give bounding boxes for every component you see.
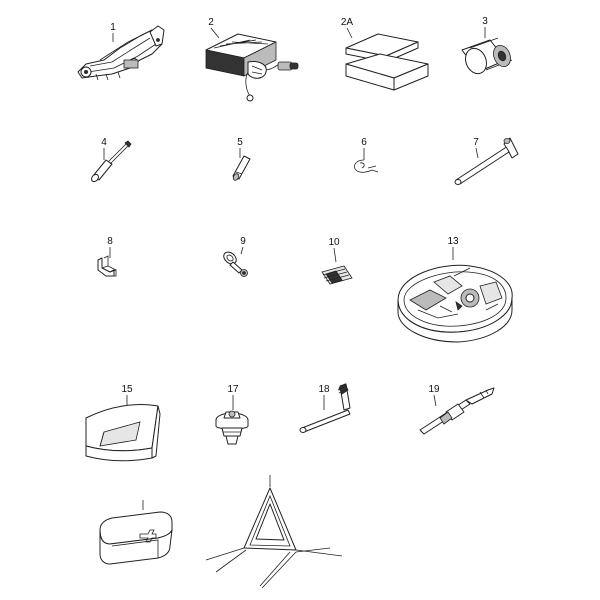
- leader-line: [210, 27, 220, 39]
- part-2-compressor: 2: [205, 17, 299, 102]
- part-7-l-bar: 7: [454, 137, 519, 185]
- callout-2a: 2A: [341, 17, 354, 28]
- callout-7: 7: [473, 137, 479, 148]
- callout-8: 8: [107, 236, 113, 247]
- leader-line: [433, 394, 437, 407]
- callout-2: 2: [208, 17, 214, 28]
- callout-13: 15: [121, 384, 133, 395]
- part-13-foam-block: 15: [85, 384, 161, 462]
- callout-15: 17: [227, 384, 239, 395]
- part-9-towing-eye: 9: [223, 236, 248, 277]
- callout-17: 19: [428, 384, 440, 395]
- callout-9: 9: [240, 236, 246, 247]
- callout-16: 18: [318, 384, 330, 395]
- leader-line: [240, 246, 244, 255]
- part-4-screwdriver: 4: [91, 137, 132, 183]
- part-3-cylinder: 3: [461, 16, 513, 75]
- callout-12: 13: [447, 236, 459, 247]
- part-18-first-aid-kit: [99, 500, 173, 565]
- part-2a-boxes: 2A: [341, 17, 429, 91]
- callout-5: 5: [237, 137, 243, 148]
- part-12-tray: 13: [397, 236, 513, 343]
- part-8-bracket: 8: [97, 236, 117, 277]
- callout-1: 1: [110, 22, 116, 33]
- part-10-label-pack: 10: [321, 237, 353, 285]
- part-17-tool: 19: [419, 384, 495, 435]
- leader-line: [475, 147, 479, 159]
- part-6-clip: 6: [354, 137, 379, 173]
- callout-3: 3: [482, 16, 488, 27]
- leader-line: [333, 247, 337, 263]
- leader-line: [346, 27, 353, 39]
- callout-10: 10: [328, 237, 340, 248]
- part-5-pin: 5: [232, 137, 251, 181]
- callout-4: 4: [101, 137, 107, 148]
- part-15-valve: 17: [215, 384, 249, 445]
- part-16-wheel-wrench: 18: [299, 383, 351, 433]
- part-19-warning-triangle: [205, 475, 343, 589]
- part-1-jack: 1: [77, 22, 165, 81]
- callout-6: 6: [361, 137, 367, 148]
